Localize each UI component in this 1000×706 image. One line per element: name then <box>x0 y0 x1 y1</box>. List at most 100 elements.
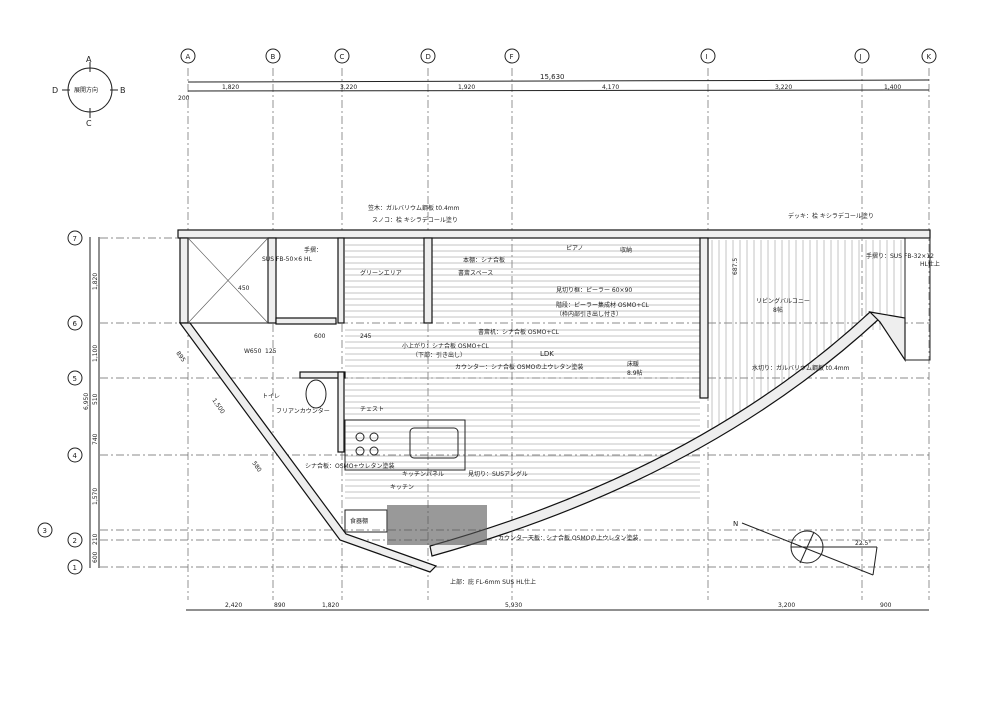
row-marker <box>67 447 83 463</box>
note-sunoko: スノコ：桧 キシラデコール塗り <box>372 216 458 224</box>
dim-left: 210 <box>92 533 99 545</box>
dim-top: 3,220 <box>340 84 357 91</box>
north-label: N <box>733 520 738 528</box>
row-label: 3 <box>43 527 47 535</box>
dim-1500: 1,500 <box>210 397 226 415</box>
note-stairs: 階段：ピーラー集成材 OSMO+CL <box>556 301 650 309</box>
dim-top: 3,220 <box>775 84 792 91</box>
row-label: 4 <box>73 452 78 460</box>
dim-687: 687.5 <box>732 258 739 275</box>
dim-left: 1,100 <box>92 345 99 362</box>
row-marker <box>67 230 83 246</box>
dim-bottom: 890 <box>274 602 286 609</box>
elevation-direction-symbol: A B C D 展開方向 <box>52 55 126 128</box>
column-marker <box>504 48 520 64</box>
dim-580: 580 <box>250 460 262 474</box>
dim-left: 740 <box>92 433 99 445</box>
dim-bottom: 5,930 <box>505 602 522 609</box>
top-dimensions: 15,630 200 1,820 3,220 1,920 4,170 3,220… <box>178 73 930 102</box>
note-floor-heating: 床暖 <box>627 360 639 368</box>
left-dimensions: 6,950 1,820 1,100 510 740 1,570 210 600 <box>83 237 100 568</box>
dim-total-width: 15,630 <box>540 73 565 81</box>
dim-left: 1,570 <box>92 488 99 505</box>
note-study-desk: 書斎机：シナ合板 OSMO+CL <box>478 328 560 336</box>
note-mikiri-kamachi: 見切り框：ピーラー 60×90 <box>556 286 632 294</box>
room-size: 8.9帖 <box>627 369 643 377</box>
dim-left: 600 <box>92 551 99 563</box>
room-toilet: トイレ <box>262 393 280 400</box>
note-chest: チェスト <box>360 406 384 413</box>
note-koagari: 小上がり：シナ合板 OSMO+CL <box>402 342 490 350</box>
annotations: 笠木：ガルバリウム鋼板 t0.4mm スノコ：桧 キシラデコール塗り 手摺： S… <box>174 204 939 586</box>
room-green-area: グリーンエリア <box>360 269 402 277</box>
dim-top: 1,820 <box>222 84 239 91</box>
column-label: I <box>706 53 708 61</box>
dim-total-depth: 6,950 <box>83 393 90 410</box>
note-tesuri-spec: SUS FB-50×6 HL <box>262 256 313 263</box>
dim-top: 1,920 <box>458 84 475 91</box>
note-cupboard: 食器棚 <box>350 517 368 525</box>
note-tesuri: 手摺： <box>304 246 322 254</box>
dim-offset: 200 <box>178 95 190 102</box>
note-toilet-counter: フリアンカウンター <box>276 407 330 415</box>
angle-label: 22.5° <box>855 540 871 547</box>
row-label: 1 <box>73 564 77 572</box>
row-label: 5 <box>73 375 77 383</box>
note-handrail-finish: HL仕上 <box>920 260 940 268</box>
row-marker <box>67 370 83 386</box>
balcony-size: 8帖 <box>773 306 783 314</box>
note-mikiri-sus: 見切り：SUSアングル <box>468 470 528 478</box>
dim-w650: W650 <box>244 348 262 355</box>
column-marker <box>854 48 870 64</box>
compass-d: D <box>52 86 58 95</box>
column-label: B <box>271 53 276 61</box>
column-label: K <box>927 53 932 61</box>
note-storage: 収納 <box>620 246 632 254</box>
dim-bottom: 3,200 <box>778 602 795 609</box>
column-marker <box>265 48 281 64</box>
column-marker <box>700 48 716 64</box>
column-label: J <box>859 53 862 61</box>
room-ldk: LDK <box>540 350 554 358</box>
compass-c: C <box>86 119 92 128</box>
dim-left: 1,820 <box>92 273 99 290</box>
north-arrow: N 22.5° <box>733 520 878 576</box>
column-marker <box>334 48 350 64</box>
note-mizukiri: 水切り：ガルバリウム鋼板 t0.4mm <box>752 364 850 372</box>
dim-left: 510 <box>92 393 99 405</box>
compass-label: 展開方向 <box>74 86 98 94</box>
column-label: D <box>426 53 431 61</box>
row-label: 6 <box>73 320 78 328</box>
room-kitchen: キッチン <box>390 484 414 491</box>
dim-bottom: 900 <box>880 602 892 609</box>
dim-450: 450 <box>238 285 250 292</box>
note-kasagi: 笠木：ガルバリウム鋼板 t0.4mm <box>368 204 460 212</box>
room-balcony: リビングバルコニー <box>756 297 810 305</box>
column-label: A <box>186 53 191 61</box>
column-label: F <box>510 53 514 61</box>
note-hondana: 本棚：シナ合板 <box>463 256 505 264</box>
dim-245: 245 <box>360 333 372 340</box>
dim-895: 895 <box>174 350 186 364</box>
note-counter: カウンター：シナ合板 OSMOの上ウレタン塗装 <box>455 363 583 371</box>
note-hisashi: 上部：庇 FL-6mm SUS HL仕上 <box>450 578 536 586</box>
note-stairs-drawer: （枠内部引き出し付き） <box>556 310 622 318</box>
note-koagari-drawer: （下部：引き出し） <box>412 351 466 359</box>
row-label: 7 <box>73 235 77 243</box>
compass-a: A <box>86 55 92 64</box>
dim-top: 4,170 <box>602 84 619 91</box>
compass-b: B <box>120 86 126 95</box>
note-piano: ピアノ <box>566 245 583 252</box>
dim-600: 600 <box>314 333 326 340</box>
note-deck: デッキ：桧 キシラデコール塗り <box>788 212 874 220</box>
row-marker <box>67 532 83 548</box>
row-label: 2 <box>73 537 77 545</box>
row-marker <box>67 559 83 575</box>
room-study: 書斎スペース <box>458 269 493 277</box>
dim-125: 125 <box>265 348 277 355</box>
bottom-dimensions: 2,420 890 1,820 5,930 3,200 900 <box>186 602 929 611</box>
row-marker <box>37 522 53 538</box>
note-kitchen-panel: キッチンパネル <box>402 471 444 478</box>
column-marker <box>180 48 196 64</box>
